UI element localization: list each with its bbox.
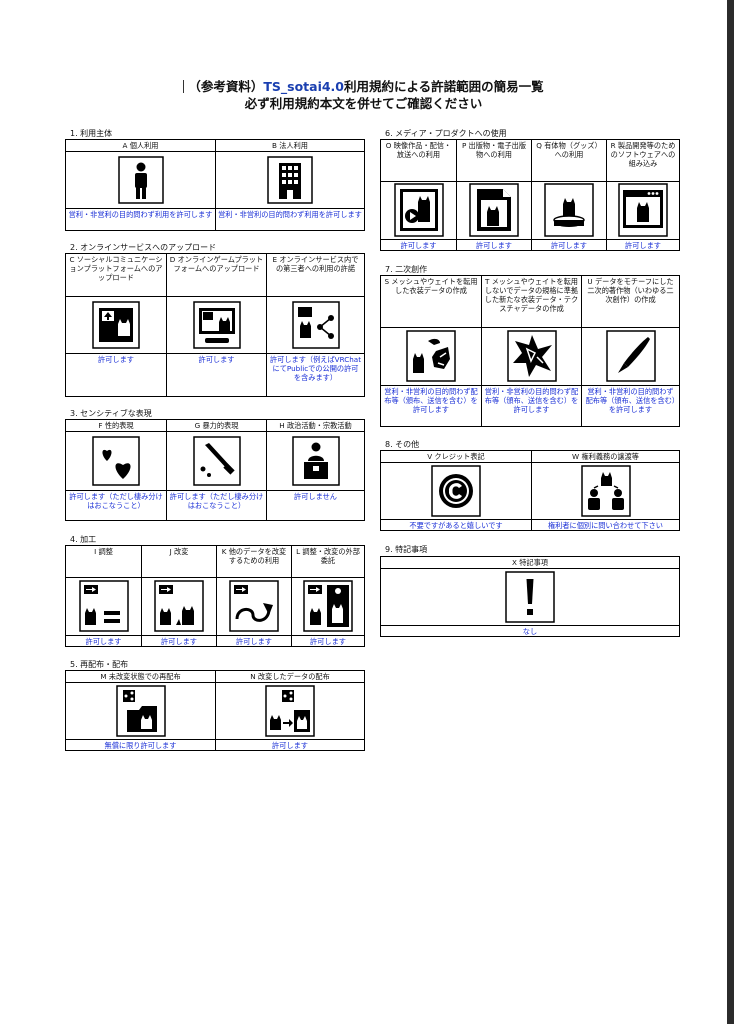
section-title: 1. 利用主体 (70, 129, 113, 138)
cell-C: C ソーシャルコミュニケーションプラットフォームへのアップロード 許可します (66, 254, 166, 396)
section-media: O 映像作品・配信・放送への利用 許可します P 出版物・電子出版物への利用 許… (380, 139, 680, 251)
section-title: 4. 加工 (70, 535, 97, 544)
knife-icon (192, 435, 241, 486)
cell-O: O 映像作品・配信・放送への利用 許可します (381, 140, 456, 250)
upload-game-icon (192, 300, 241, 349)
cell-I: I 調整 許可します (66, 546, 141, 646)
cell-D: D オンラインゲームプラットフォームへのアップロード 許可します (166, 254, 266, 396)
cell-N: N 改変したデータの配布 許可します (215, 671, 364, 750)
cell-A: A 個人利用 営利・非営利の目的問わず利用を許可します (66, 140, 215, 230)
section-sensitive: F 性的表現 許可します（ただし棲み分けはおこなうこと） G 暴力的表現 許可し… (65, 419, 365, 521)
section-title: 2. オンラインサービスへのアップロード (70, 243, 217, 252)
section-title: 6. メディア・プロダクトへの使用 (385, 129, 507, 138)
cell-J: J 改変 許可します (141, 546, 216, 646)
costume-icon (406, 330, 456, 382)
pen-icon (605, 330, 656, 382)
section-title: 9. 特記事項 (385, 545, 428, 554)
cell-K: K 他のデータを改変するための利用 許可します (216, 546, 291, 646)
section-title: 8. その他 (385, 440, 420, 449)
cell-W: W 権利義務の譲渡等 権利者に個別に問い合わせて下さい (531, 451, 679, 530)
section-processing: I 調整 許可します J 改変 許可します K 他のデータを改変するための利用 … (65, 545, 365, 647)
section-online-upload: C ソーシャルコミュニケーションプラットフォームへのアップロード 許可します D… (65, 253, 365, 397)
outsource-icon (303, 580, 353, 632)
document-subtitle: 必ず利用規約本文を併せてご確認ください (244, 96, 483, 111)
goods-icon (544, 183, 594, 237)
software-icon (618, 183, 668, 237)
third-party-share-icon (291, 300, 340, 349)
text-cursor (183, 80, 185, 93)
cell-L: L 調整・改変の外部委託 許可します (291, 546, 364, 646)
rights-transfer-icon (580, 464, 631, 517)
exclamation-icon (505, 570, 555, 623)
section-derivative: S メッシュやウェイトを転用した衣装データの作成 営利・非営利の目的問わず配布等… (380, 275, 680, 427)
upload-social-icon (92, 300, 140, 349)
section-title: 5. 再配布・配布 (70, 660, 129, 669)
cell-F: F 性的表現 許可します（ただし棲み分けはおこなうこと） (66, 420, 166, 520)
section-notes: X 特記事項 なし (380, 556, 680, 637)
cell-X: X 特記事項 なし (381, 557, 679, 636)
document-title: （参考資料）TS_sotai4.0利用規約による許諾範囲の簡易一覧 (0, 76, 727, 95)
section-title: 7. 二次創作 (385, 265, 428, 274)
cell-R: R 製品開発等のためのソフトウェアへの組み込み 許可します (606, 140, 679, 250)
section-title: 3. センシティブな表現 (70, 409, 152, 418)
distribute-modified-icon (265, 684, 315, 737)
video-icon (393, 183, 444, 237)
modify-icon (154, 580, 204, 632)
cell-T: T メッシュやウェイトを転用しないでデータの規格に準拠した新たな衣装データ・テク… (481, 276, 581, 426)
cell-G: G 暴力的表現 許可します（ただし棲み分けはおこなうこと） (166, 420, 266, 520)
hearts-icon (92, 435, 140, 486)
cell-H: H 政治活動・宗教活動 許可しません (266, 420, 364, 520)
cell-E: E オンラインサービス内での第三者への利用の許諾 許可します（例えばVRChat… (266, 254, 364, 396)
viewer-background (727, 0, 734, 1024)
redistribute-icon (115, 684, 166, 737)
cell-S: S メッシュやウェイトを転用した衣装データの作成 営利・非営利の目的問わず配布等… (381, 276, 481, 426)
section-other: V クレジット表記 不要ですがあると嬉しいです W 権利義務の譲渡等 権利者に個… (380, 450, 680, 531)
publication-icon (469, 183, 519, 237)
other-data-icon (229, 580, 279, 632)
cell-U: U データをモチーフにした二次的著作物（いわゆる二次創作）の作成 営利・非営利の… (581, 276, 679, 426)
cell-Q: Q 有体物（グッズ）への利用 許可します (531, 140, 606, 250)
adjust-icon (78, 580, 129, 632)
podium-icon (291, 435, 340, 486)
cell-M: M 未改変状態での再配布 無償に限り許可します (66, 671, 215, 750)
section-usage-subject: A 個人利用 営利・非営利の目的問わず利用を許可します B 法人利用 営利・非営… (65, 139, 365, 231)
section-redistribution: M 未改変状態での再配布 無償に限り許可します N 改変したデータの配布 許可し… (65, 670, 365, 751)
building-icon (267, 156, 313, 204)
cell-V: V クレジット表記 不要ですがあると嬉しいです (381, 451, 531, 530)
cell-B: B 法人利用 営利・非営利の目的問わず利用を許可します (215, 140, 364, 230)
person-icon (117, 156, 164, 204)
copyright-icon (431, 464, 481, 517)
cell-P: P 出版物・電子出版物への利用 許可します (456, 140, 531, 250)
texture-icon (506, 330, 557, 382)
